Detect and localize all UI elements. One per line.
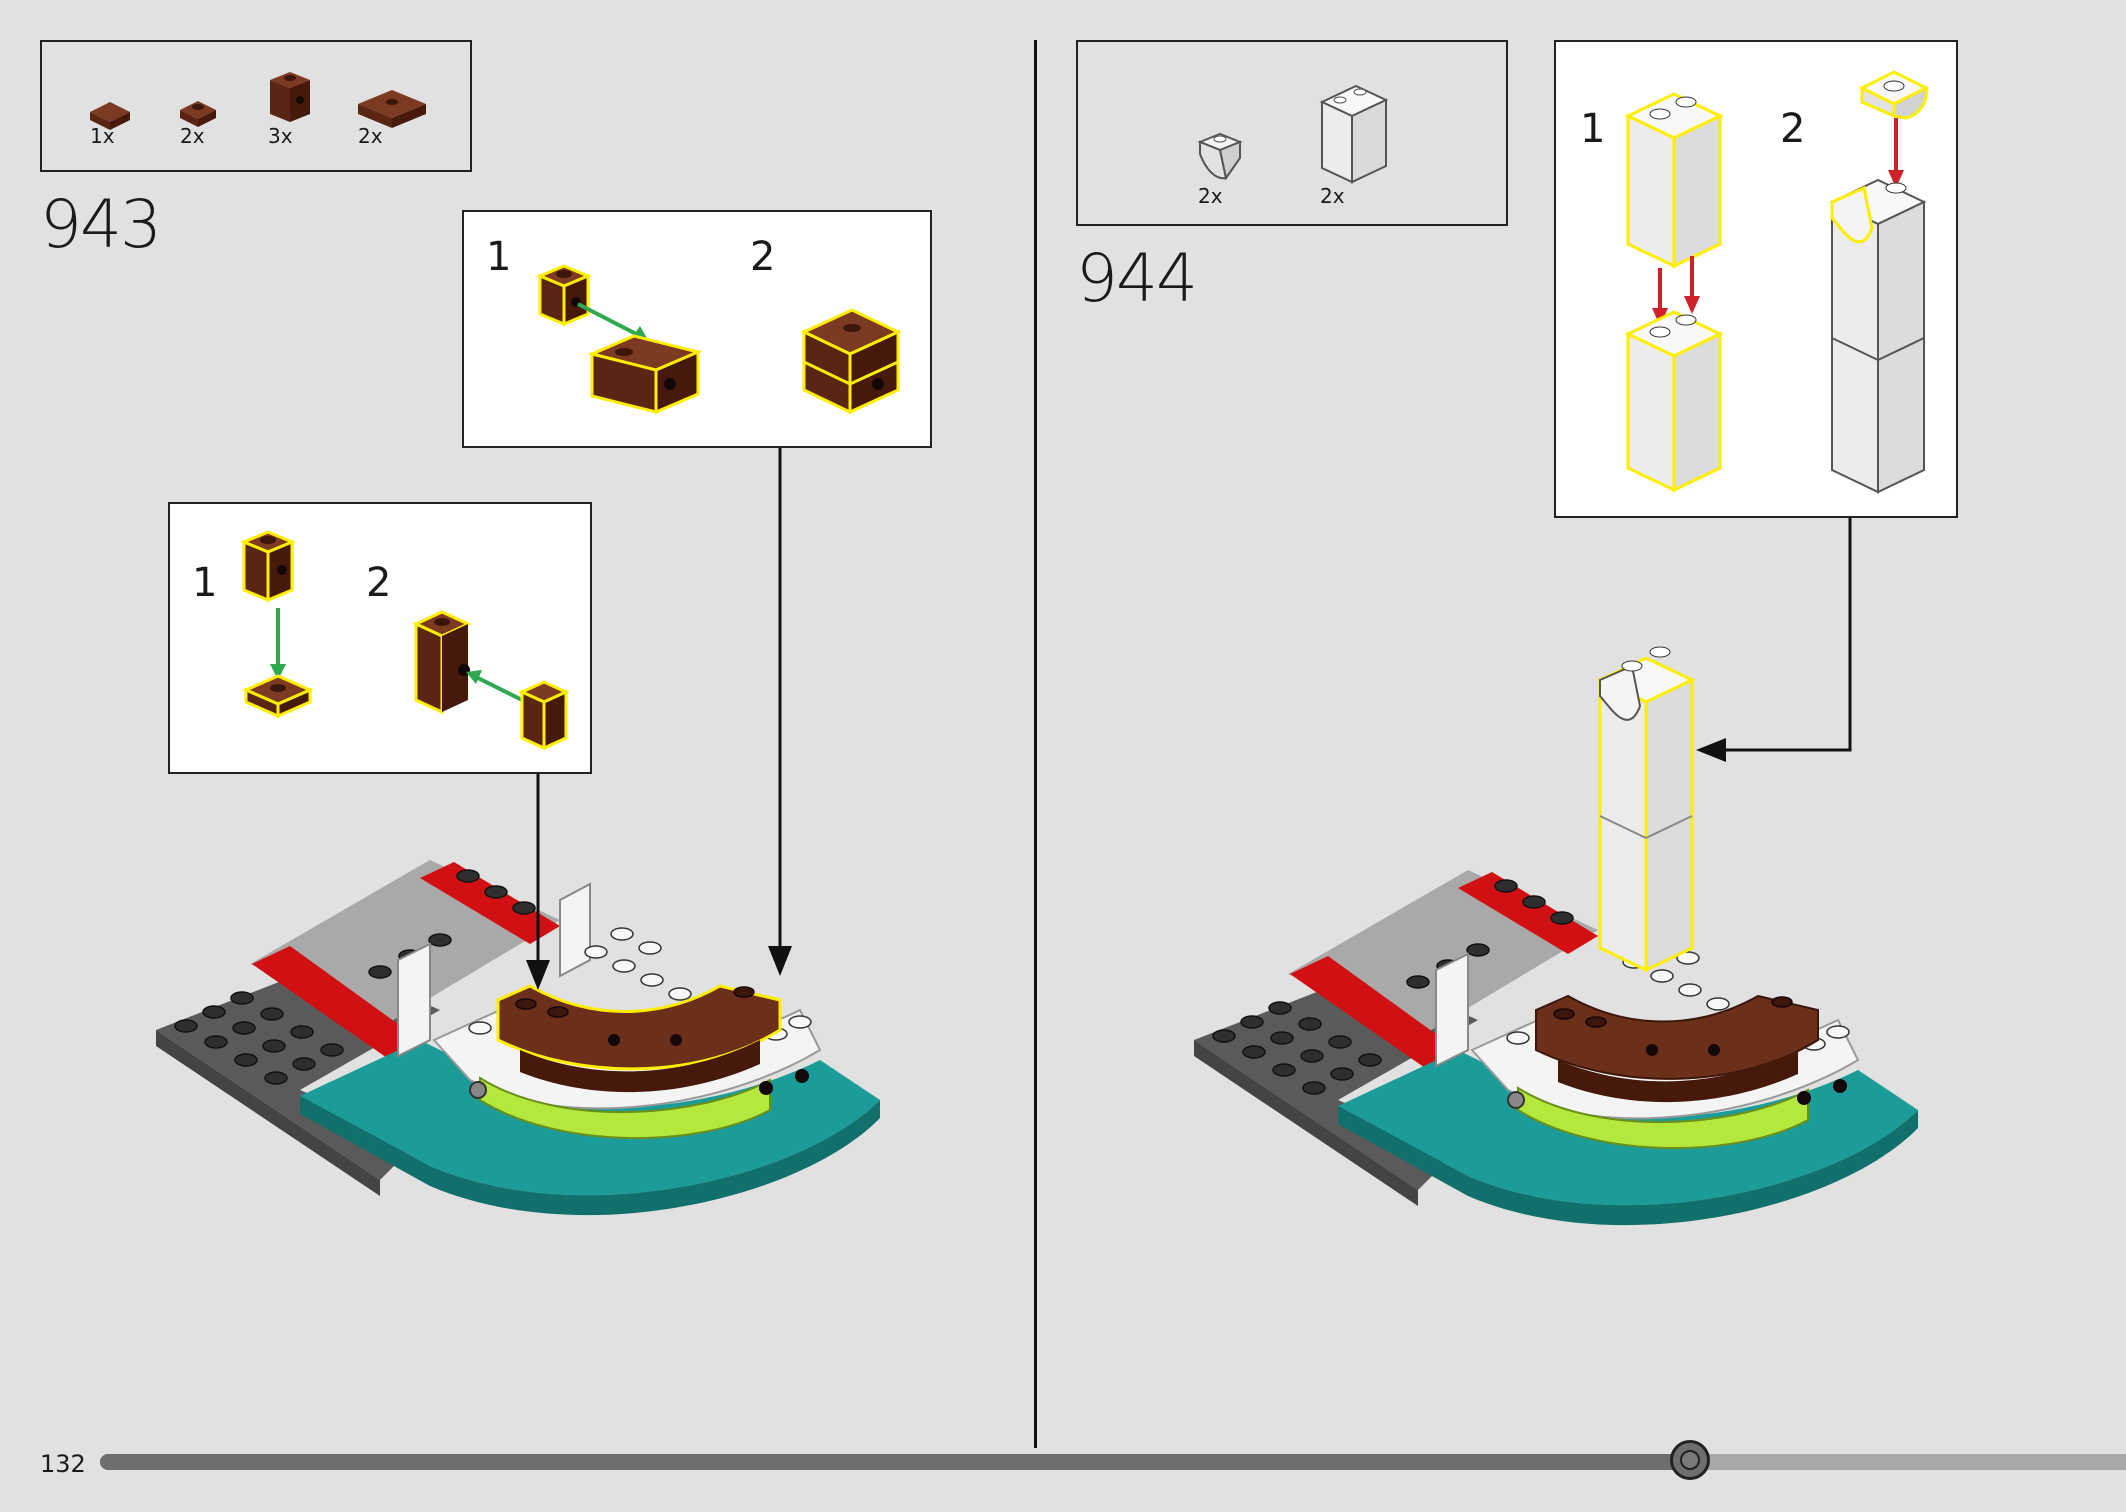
callout-944: 1 2 [1554, 40, 1958, 518]
brown-brick-assembled-icon [800, 308, 902, 415]
progress-knob[interactable] [1670, 1440, 1711, 1480]
brown-bracket-icon [270, 72, 310, 122]
brown-plate-1x1-icon [90, 102, 130, 130]
brown-brick-1x2-icon [587, 334, 703, 415]
callout-943-left: 1 2 [168, 502, 592, 774]
white-column-highlighted [1596, 646, 1696, 973]
brown-tile-round-icon [180, 101, 216, 127]
sub-step-label: 2 [750, 234, 776, 280]
brown-bracket-icon [536, 264, 592, 327]
white-curved-slope-icon [1858, 70, 1930, 120]
sub-step-label: 1 [486, 234, 512, 280]
parts-icons-944 [1197, 84, 1389, 184]
callout-943-top: 1 2 [462, 210, 932, 448]
part-qty: 2x [180, 124, 205, 148]
page-number: 132 [40, 1450, 86, 1478]
white-brick-1x2x3-icon [1624, 310, 1724, 493]
sub-step-label: 1 [1580, 106, 1606, 152]
step-number-944: 944 [1076, 240, 1198, 317]
brown-tile-icon [518, 680, 570, 751]
white-column-assembled-icon [1829, 178, 1927, 494]
red-arrows [1652, 118, 1904, 326]
white-brick-1x2x3-icon [1319, 84, 1389, 184]
part-qty: 2x [1198, 184, 1223, 208]
red-tile-back [420, 862, 560, 944]
parts-list-943: 1x 2x 3x 2x [40, 40, 472, 172]
sub-step-label: 1 [192, 560, 218, 606]
studs [174, 869, 536, 1085]
step-number-943: 943 [40, 186, 162, 263]
brown-bracket-assembled-icon [412, 610, 472, 715]
callout-arrow-944 [1696, 518, 1852, 762]
part-qty: 2x [1320, 184, 1345, 208]
parts-icons-943 [90, 72, 426, 130]
red-tile-front [1290, 956, 1458, 1070]
white-brick-1x2x3-icon [1624, 92, 1724, 269]
part-qty: 2x [358, 124, 383, 148]
progress-fill [100, 1454, 1691, 1470]
brown-curved-assembly [1535, 994, 1847, 1105]
callout-arrows-943 [526, 448, 792, 990]
progress-bar [100, 1440, 2126, 1480]
brown-plate-2x2-icon [358, 90, 426, 128]
technic-hole [469, 1081, 487, 1099]
sub-step-label: 2 [366, 560, 392, 606]
part-qty: 1x [90, 124, 115, 148]
main-model-943 [156, 448, 880, 1216]
brown-plate-1x1-icon [242, 674, 314, 719]
callout-943-top-art [536, 264, 902, 415]
sub-step-label: 2 [1780, 106, 1806, 152]
red-tile-back [1458, 872, 1598, 954]
callout-944-art [1624, 70, 1930, 494]
parts-list-944: 2x 2x [1076, 40, 1508, 226]
part-qty: 3x [268, 124, 293, 148]
callout-943-left-art [240, 530, 570, 751]
page-divider [1034, 40, 1037, 1448]
red-tile-front [252, 946, 420, 1060]
technic-hole [1507, 1091, 1525, 1109]
brown-curved-assembly [496, 984, 809, 1095]
brown-bracket-icon [240, 530, 296, 603]
white-curved-slope-icon [1197, 132, 1243, 181]
